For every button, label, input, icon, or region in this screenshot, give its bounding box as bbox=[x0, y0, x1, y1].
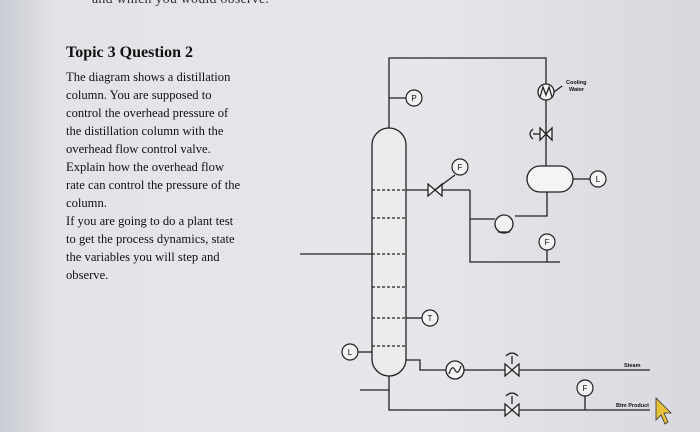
svg-text:F: F bbox=[545, 238, 550, 247]
question-line: the distillation column with the bbox=[66, 124, 224, 138]
overhead-vapor-line bbox=[388, 57, 547, 166]
cooling-water-label-2: Water bbox=[569, 87, 585, 93]
question-line: to get the process dynamics, state bbox=[66, 232, 235, 246]
svg-text:F: F bbox=[458, 163, 463, 172]
steam-label: Steam bbox=[624, 363, 641, 369]
svg-text:L: L bbox=[348, 348, 353, 357]
overhead-valve bbox=[539, 126, 553, 142]
question-line: column. bbox=[66, 196, 107, 210]
temperature-controller-bubble: T bbox=[421, 309, 439, 327]
condenser-symbol bbox=[537, 83, 555, 101]
svg-text:T: T bbox=[428, 314, 433, 323]
question-line: overhead flow control valve. bbox=[66, 142, 211, 156]
fc-reflux-signal bbox=[434, 174, 456, 191]
question-line: Explain how the overhead flow bbox=[66, 160, 225, 174]
distillation-column bbox=[371, 127, 407, 377]
bottoms-line bbox=[388, 390, 505, 411]
question-line: rate can control the pressure of the bbox=[66, 178, 241, 192]
reboiler-return-line bbox=[406, 359, 446, 371]
steam-valve-actuator bbox=[505, 352, 519, 357]
drum-outlet-line bbox=[515, 192, 548, 217]
pressure-controller-bubble: P bbox=[405, 89, 423, 107]
question-line: The diagram shows a distillation bbox=[66, 70, 231, 84]
question-line: observe. bbox=[66, 268, 109, 282]
overhead-valve-actuator bbox=[529, 128, 534, 140]
cooling-water-label-1: Cooling bbox=[566, 80, 586, 86]
reflux-flow-controller-bubble: F bbox=[451, 158, 469, 176]
svg-text:F: F bbox=[583, 384, 588, 393]
reboiler-coil bbox=[448, 365, 462, 375]
steam-valve bbox=[504, 362, 520, 378]
question-line: If you are going to do a plant test bbox=[66, 214, 234, 228]
bottom-level-controller-bubble: L bbox=[341, 343, 359, 361]
question-line: column. You are supposed to bbox=[66, 88, 212, 102]
bottoms-valve bbox=[504, 402, 520, 418]
drum-level-controller-bubble: L bbox=[589, 170, 607, 188]
distillate-product-line bbox=[469, 219, 560, 263]
column-bottom-line bbox=[360, 376, 390, 391]
question-line: the variables you will step and bbox=[66, 250, 220, 264]
question-text: The diagram shows a distillation column.… bbox=[66, 68, 301, 284]
question-title: Topic 3 Question 2 bbox=[66, 44, 193, 61]
svg-text:P: P bbox=[411, 94, 416, 103]
reflux-pump bbox=[494, 214, 514, 234]
cooling-water-lead bbox=[553, 85, 563, 93]
cut-off-header-text: and which you would observe. bbox=[92, 0, 269, 8]
cursor-icon bbox=[655, 397, 672, 425]
pump-to-reflux-line bbox=[469, 190, 495, 220]
condenser-zigzag bbox=[539, 84, 553, 98]
product-flow-controller-bubble: F bbox=[538, 233, 556, 251]
bottoms-valve-actuator bbox=[505, 392, 519, 397]
bottoms-flow-controller-bubble: F bbox=[576, 379, 594, 397]
reflux-drum bbox=[526, 165, 574, 193]
column-trays bbox=[372, 189, 406, 347]
question-line: control the overhead pressure of bbox=[66, 106, 229, 120]
svg-text:L: L bbox=[596, 175, 601, 184]
btm-product-label: Btm Product bbox=[616, 403, 649, 409]
